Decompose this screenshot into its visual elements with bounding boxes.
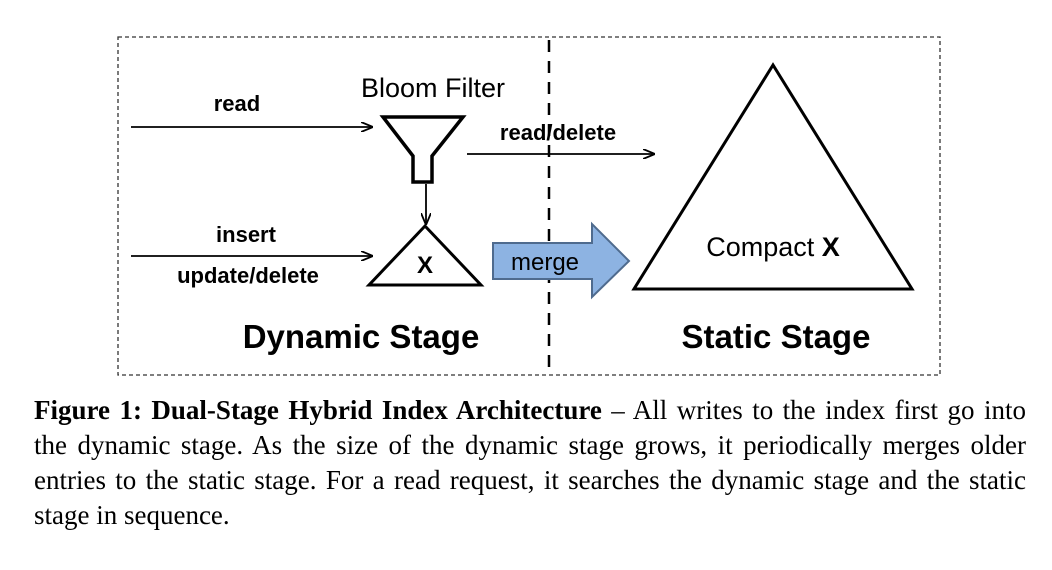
update-delete-label: update/delete (177, 263, 319, 288)
static-index-triangle (631, 62, 915, 291)
bloom-filter-funnel-icon (379, 115, 467, 184)
bloom-filter-label: Bloom Filter (361, 73, 505, 103)
caption-title: Figure 1: Dual-Stage Hybrid Index Archit… (34, 395, 602, 425)
dynamic-index-triangle (365, 223, 485, 287)
static-index-label: Compact X (706, 232, 840, 262)
architecture-diagram: Bloom Filter read read/delete insert upd… (117, 36, 941, 376)
static-index-name: X (822, 232, 840, 262)
static-index-prefix: Compact (706, 232, 822, 262)
dynamic-index-label: X (417, 252, 433, 279)
caption-body: – All writes to the index first go into … (34, 395, 1027, 530)
figure-caption: Figure 1: Dual-Stage Hybrid Index Archit… (34, 393, 1026, 533)
merge-arrow-icon (492, 221, 631, 300)
read-label: read (214, 91, 260, 116)
diagram-frame (117, 36, 941, 376)
dynamic-stage-title: Dynamic Stage (243, 318, 480, 355)
static-stage-title: Static Stage (682, 318, 871, 355)
merge-label: merge (511, 249, 579, 276)
insert-label: insert (216, 222, 277, 247)
read-delete-label: read/delete (500, 120, 616, 145)
